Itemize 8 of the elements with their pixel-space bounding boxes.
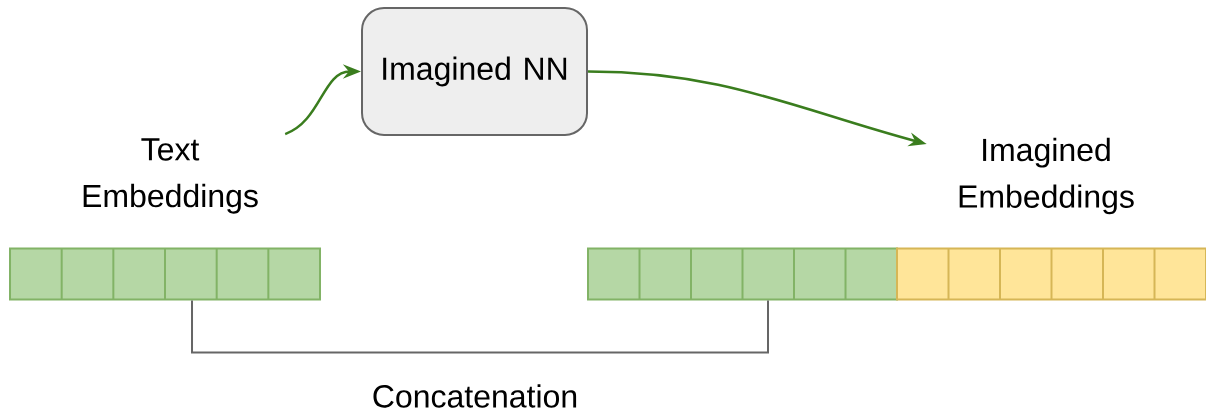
connector-line — [191, 299, 769, 354]
embedding-bar — [896, 247, 1206, 301]
embedding-bar — [587, 247, 898, 301]
text-label: Imagined Embeddings — [959, 137, 1134, 215]
embedding-bar — [9, 247, 321, 301]
text-label: Text Embeddings — [83, 138, 258, 214]
edge-label: Concatenation — [369, 382, 581, 410]
process-box: Imagined NN — [361, 7, 588, 136]
